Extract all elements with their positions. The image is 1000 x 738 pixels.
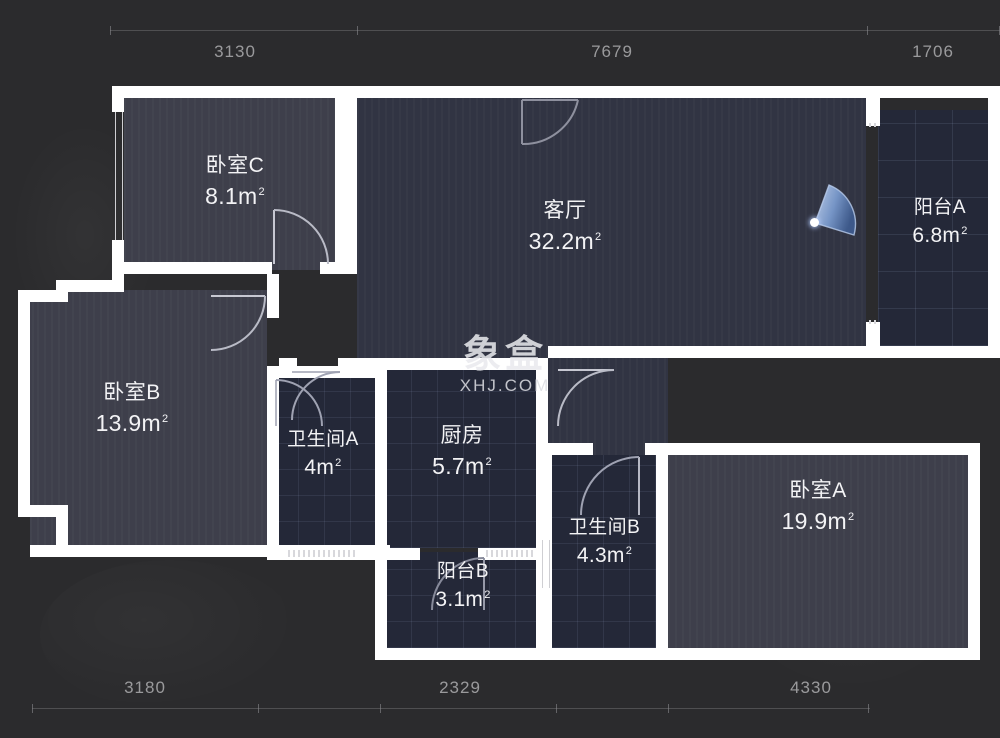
wall-bathroom-b-top: [548, 443, 593, 455]
wall-balcony-a-bottom: [866, 346, 1000, 358]
window-bedroom-c: [115, 112, 123, 240]
label-kitchen: 厨房 5.7m2: [392, 425, 532, 478]
wall-exterior-top: [335, 86, 880, 98]
label-bathroom-a: 卫生间A 4m2: [258, 430, 388, 478]
watermark: 象盒 XHJ.COM: [440, 335, 570, 396]
wall-bedroom-c-right: [335, 86, 357, 270]
wall-bedroom-b-right: [267, 274, 279, 318]
sliding-door-balcony-a: [869, 123, 877, 127]
room-area: 6.8m2: [912, 224, 968, 247]
label-bedroom-b: 卧室B 13.9m2: [52, 382, 212, 435]
wall-bedroom-a-bottom: [656, 648, 980, 660]
room-area: 5.7m2: [432, 453, 492, 479]
room-name: 卧室A: [789, 479, 847, 502]
wall-exterior-left-step: [56, 505, 68, 545]
dimension-tick: [556, 704, 557, 713]
sliding-door-balcony-a: [869, 320, 877, 324]
wall-balcony-b-left: [375, 548, 387, 660]
room-name: 卧室C: [205, 154, 265, 177]
wall-exterior-left-bedroom-b: [18, 290, 30, 505]
dimension-top-1: 3130: [214, 42, 256, 61]
room-area: 4m2: [304, 456, 342, 479]
wall-bedroom-c-bottom: [320, 262, 357, 274]
wall-exterior-top-balcony: [880, 86, 1000, 98]
wall-bathroom-b-right: [656, 443, 668, 660]
dimension-tick: [668, 704, 669, 713]
wall-balcony-b-bottom: [375, 648, 548, 660]
room-area: 13.9m2: [95, 410, 169, 436]
wall-exterior-left-upper: [112, 86, 124, 112]
room-name: 客厅: [543, 199, 587, 222]
room-area: 3.1m2: [435, 588, 491, 611]
dimension-tick: [357, 26, 358, 35]
dimension-top-3: 1706: [912, 42, 954, 61]
viewpoint-dot: [810, 218, 819, 227]
wall-living-bottom: [548, 346, 880, 358]
wall-living-right: [866, 86, 880, 126]
wall-jog-left: [18, 290, 68, 302]
wall-bedroom-c-bottom: [112, 262, 272, 274]
dimension-line-top: [110, 30, 1000, 31]
room-area: 4.3m2: [576, 544, 633, 567]
dimension-top-2: 7679: [591, 42, 633, 61]
wall-kitchen-top: [279, 358, 297, 370]
wall-jog-left: [56, 280, 124, 292]
dimension-tick: [380, 704, 381, 713]
dimension-line-bottom: [32, 708, 870, 709]
watermark-logo: 象盒: [462, 332, 547, 376]
sliding-door-bathroom-a: [288, 550, 358, 557]
room-name: 卫生间A: [287, 429, 359, 450]
wall-kitchen-top: [338, 358, 538, 370]
dimension-tick: [32, 704, 33, 713]
window-bathroom-b: [542, 540, 550, 588]
wall-bedroom-a-top: [656, 443, 980, 455]
wall-bedroom-a-right: [968, 443, 980, 660]
label-bedroom-c: 卧室C 8.1m2: [155, 155, 315, 208]
room-name: 厨房: [440, 424, 484, 447]
dimension-tick: [868, 704, 869, 713]
room-area: 19.9m2: [781, 508, 855, 534]
dimension-tick: [110, 26, 111, 35]
wall-exterior-top: [112, 86, 335, 98]
panorama-viewpoint-icon[interactable]: [805, 183, 865, 251]
dimension-bottom-3: 4330: [790, 678, 832, 697]
dimension-tick: [258, 704, 259, 713]
dimension-tick: [867, 26, 868, 35]
wall-exterior-left-step: [18, 505, 68, 517]
label-balcony-b: 阳台B 3.1m2: [398, 562, 528, 610]
watermark-domain: XHJ.COM: [459, 376, 551, 395]
label-bathroom-b: 卫生间B 4.3m2: [538, 518, 671, 566]
dimension-bottom-1: 3180: [124, 678, 166, 697]
room-area: 32.2m2: [528, 228, 602, 254]
dimension-bottom-2: 2329: [439, 678, 481, 697]
wall-balcony-a-right: [988, 86, 1000, 356]
label-bedroom-a: 卧室A 19.9m2: [738, 480, 898, 533]
room-name: 阳台A: [913, 197, 967, 218]
room-name: 卫生间B: [568, 517, 641, 538]
wall-bathroom-a-right: [375, 366, 387, 560]
room-area: 8.1m2: [205, 183, 265, 209]
sliding-door-balcony-b: [486, 550, 544, 557]
label-balcony-a: 阳台A 6.8m2: [880, 198, 1000, 246]
wall-bathroom-b-bottom: [548, 648, 668, 660]
room-name: 卧室B: [103, 381, 161, 404]
room-name: 阳台B: [436, 561, 490, 582]
wall-bathroom-b-left: [540, 443, 552, 660]
label-living: 客厅 32.2m2: [480, 200, 650, 253]
